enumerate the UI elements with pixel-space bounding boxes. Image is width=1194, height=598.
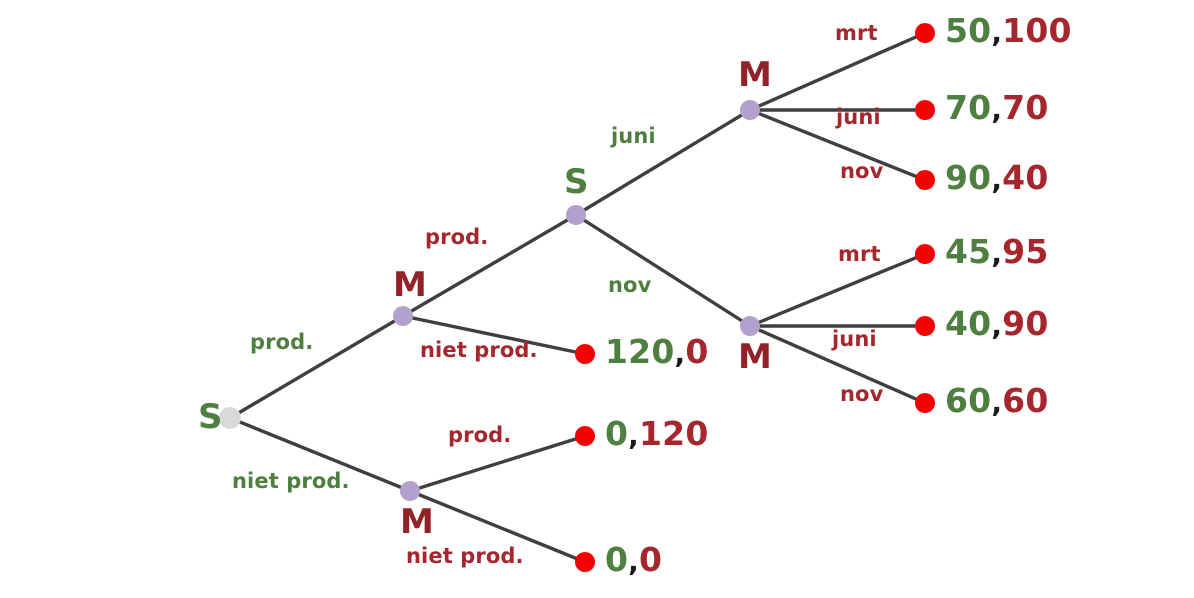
nodes-group <box>219 23 935 572</box>
payoff-separator: , <box>991 237 1003 270</box>
payoff-player-s: 0 <box>605 540 629 579</box>
payoff-player-s: 60 <box>945 381 992 420</box>
payoff-player-m: 70 <box>1002 88 1049 127</box>
tree-edge <box>401 314 587 356</box>
terminal-node <box>915 244 935 264</box>
payoff-pair: 50,100 <box>945 14 1072 47</box>
payoff-separator: , <box>991 163 1003 196</box>
edge-label: juni <box>611 124 656 148</box>
tree-edge <box>408 489 587 564</box>
payoff-player-m: 95 <box>1002 232 1049 271</box>
tree-edge <box>228 416 412 493</box>
decision-node <box>740 100 760 120</box>
terminal-node <box>575 552 595 572</box>
payoff-player-s: 90 <box>945 158 992 197</box>
payoff-separator: , <box>628 419 640 452</box>
payoff-separator: , <box>628 545 640 578</box>
payoff-player-m: 100 <box>1002 11 1072 50</box>
root-node <box>219 407 241 429</box>
terminal-node <box>915 170 935 190</box>
node-label-s: S <box>564 162 589 202</box>
node-label-m: M <box>738 55 772 95</box>
payoff-separator: , <box>991 309 1003 342</box>
decision-node <box>566 205 586 225</box>
payoff-pair: 45,95 <box>945 235 1049 268</box>
payoff-pair: 90,40 <box>945 161 1049 194</box>
terminal-node <box>915 393 935 413</box>
payoff-separator: , <box>991 386 1003 419</box>
tree-edge <box>748 108 927 182</box>
payoff-pair: 60,60 <box>945 384 1049 417</box>
node-label-m: M <box>400 502 434 542</box>
edge-label: nov <box>840 159 884 183</box>
payoff-pair: 120,0 <box>605 335 709 368</box>
payoff-separator: , <box>674 337 686 370</box>
tree-edge <box>748 31 927 112</box>
terminal-node <box>915 316 935 336</box>
payoff-player-m: 40 <box>1002 158 1049 197</box>
terminal-node <box>915 23 935 43</box>
edge-label: juni <box>836 105 881 129</box>
edge-label: nov <box>608 273 652 297</box>
tree-edge <box>574 213 752 328</box>
tree-edge <box>748 324 927 405</box>
payoff-player-s: 0 <box>605 414 629 453</box>
edge-label: juni <box>832 327 877 351</box>
edge-label: nov <box>840 382 884 406</box>
payoff-player-m: 90 <box>1002 304 1049 343</box>
node-label-s: S <box>198 397 223 437</box>
payoff-player-m: 60 <box>1002 381 1049 420</box>
edge-label: prod. <box>425 225 489 249</box>
payoff-player-s: 120 <box>605 332 675 371</box>
edge-label: niet prod. <box>420 338 538 362</box>
decision-node <box>393 306 413 326</box>
payoff-player-m: 0 <box>685 332 709 371</box>
edge-label: prod. <box>250 330 314 354</box>
payoff-pair: 0,0 <box>605 543 662 576</box>
payoff-player-s: 40 <box>945 304 992 343</box>
tree-edge <box>408 434 587 493</box>
decision-node <box>400 481 420 501</box>
payoff-pair: 40,90 <box>945 307 1049 340</box>
terminal-node <box>575 344 595 364</box>
node-label-m: M <box>393 265 427 305</box>
edge-label: mrt <box>838 242 881 266</box>
edge-label: prod. <box>448 423 512 447</box>
node-label-m: M <box>738 337 772 377</box>
payoff-player-s: 50 <box>945 11 992 50</box>
tree-edge <box>574 108 752 217</box>
payoff-player-m: 0 <box>639 540 663 579</box>
edges-group <box>228 31 927 564</box>
edge-label: niet prod. <box>406 544 524 568</box>
terminal-node <box>575 426 595 446</box>
tree-edge <box>401 213 578 318</box>
payoff-pair: 70,70 <box>945 91 1049 124</box>
payoff-pair: 0,120 <box>605 417 709 450</box>
payoff-separator: , <box>991 16 1003 49</box>
payoff-player-s: 45 <box>945 232 992 271</box>
payoff-player-s: 70 <box>945 88 992 127</box>
payoff-separator: , <box>991 93 1003 126</box>
tree-edge <box>748 252 927 328</box>
edge-label: niet prod. <box>232 469 350 493</box>
edge-label: mrt <box>835 21 878 45</box>
decision-node <box>740 316 760 336</box>
payoff-player-m: 120 <box>639 414 709 453</box>
tree-edge <box>228 314 405 420</box>
terminal-node <box>915 100 935 120</box>
